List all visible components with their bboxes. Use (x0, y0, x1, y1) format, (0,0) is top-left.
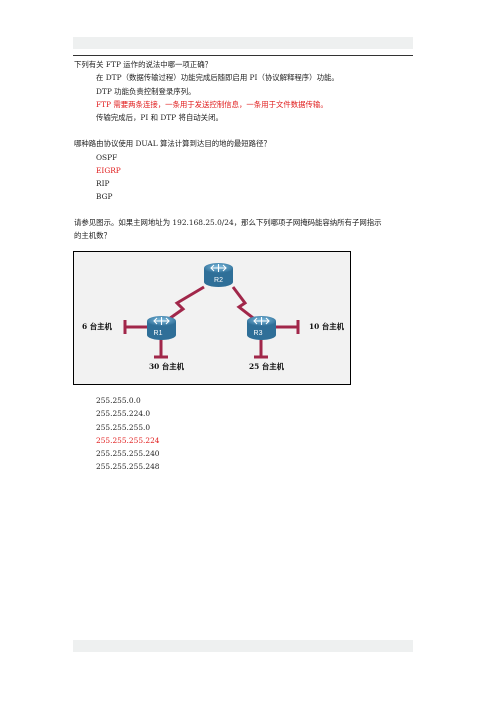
q2-option-1: OSPF (96, 153, 118, 162)
q1-option-1: 在 DTP（数据传输过程）功能完成后随即启用 PI（协议解释程序）功能。 (96, 73, 339, 82)
router-r1-icon: R1 (147, 316, 176, 340)
router-r2-label: R2 (214, 277, 223, 284)
router-r2-icon: R2 (204, 263, 233, 287)
serial-link-r2-r3 (231, 286, 258, 323)
network-diagram: R2 R1 R3 6 台主机 30 台主机 25 台主机 10 台主机 (73, 251, 351, 385)
q3-question-line1: 请参见图示。如果主网地址为 192.168.25.0/24，那么下列哪项子网掩码… (74, 218, 382, 227)
serial-link-r1-r2 (165, 285, 205, 323)
q3-option-4-correct: 255.255.255.224 (96, 436, 160, 445)
q3-option-3: 255.255.255.0 (96, 423, 151, 432)
footer-band (73, 640, 413, 652)
router-r3-icon: R3 (247, 316, 276, 340)
router-r1-label: R1 (154, 330, 163, 337)
hosts-r1-bottom-label: 30 台主机 (149, 362, 185, 371)
q2-option-2-correct: EIGRP (96, 166, 121, 175)
q1-option-2: DTP 功能负责控制登录序列。 (96, 87, 196, 96)
hosts-r1-left-label: 6 台主机 (82, 322, 112, 331)
q3-option-6: 255.255.255.248 (96, 462, 160, 471)
router-r3-label: R3 (254, 330, 263, 337)
hosts-r3-right-label: 10 台主机 (309, 322, 345, 331)
q2-option-4: BGP (96, 192, 113, 201)
q1-option-3-correct: FTP 需要两条连接，一条用于发送控制信息，一条用于文件数据传输。 (96, 100, 328, 109)
q3-option-5: 255.255.255.240 (96, 449, 160, 458)
header-rule (73, 55, 413, 56)
hosts-r3-bottom-label: 25 台主机 (249, 362, 285, 371)
q1-option-4: 传输完成后，PI 和 DTP 将自动关闭。 (96, 113, 223, 122)
header-band (73, 37, 413, 49)
q3-question-line2: 的主机数？ (74, 231, 111, 240)
q2-question: 哪种路由协议使用 DUAL 算法计算到达目的地的最短路径？ (74, 139, 271, 148)
q1-question: 下列有关 FTP 运作的说法中哪一项正确？ (74, 60, 212, 69)
q2-option-3: RIP (96, 179, 110, 188)
q3-option-2: 255.255.224.0 (96, 409, 151, 418)
q3-option-1: 255.255.0.0 (96, 396, 141, 405)
